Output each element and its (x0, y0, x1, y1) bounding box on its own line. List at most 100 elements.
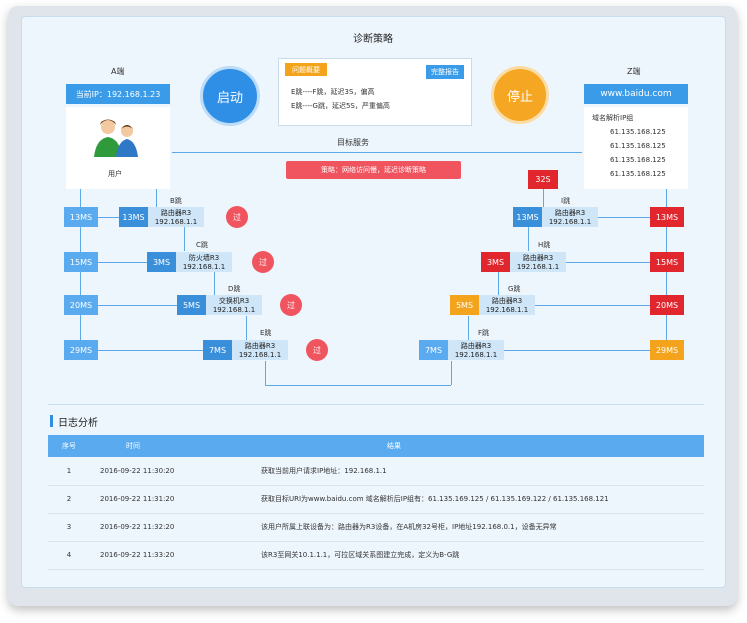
right-latency-29ms: 29MS (650, 340, 684, 360)
connector-line (543, 189, 544, 208)
column-header-result: 结果 (387, 442, 401, 450)
problem-line-2: E跳----G跳，延迟5S，严重偏高 (291, 102, 390, 110)
row-result: 该用户所属上联设备为：路由器为R3设备，在A机房32号柜，IP地址192.168… (261, 523, 557, 531)
section-divider (48, 404, 704, 405)
pass-indicator: 过 (226, 206, 248, 228)
section-marker (50, 415, 53, 427)
row-time: 2016-09-22 11:30:20 (100, 466, 175, 475)
hop-device-name: 路由器R3 (522, 254, 554, 262)
target-domain-label: www.baidu.com (584, 84, 688, 104)
pass-indicator: 过 (306, 339, 328, 361)
hop-g-delay: 5MS (450, 295, 479, 315)
column-header-time: 时间 (126, 442, 140, 450)
problem-line-1: E跳----F跳，延迟3S，偏高 (291, 88, 375, 96)
row-result: 获取目标URI为www.baidu.com 域名解析后IP组有：61.135.1… (261, 495, 609, 503)
row-result: 获取当前用户请求IP地址：192.168.1.1 (261, 466, 387, 475)
connector-line (598, 217, 666, 218)
dns-card: 域名解析IP组 61.135.168.125 61.135.168.125 61… (584, 107, 688, 189)
connector-line (498, 272, 499, 296)
table-row[interactable]: 4 2016-09-22 11:33:20 该R3至网关10.1.1.1，可拉区… (48, 541, 704, 569)
connector-line (468, 316, 469, 340)
hop-device-name: 路由器R3 (160, 209, 192, 217)
hop-d-delay: 5MS (177, 295, 206, 315)
hop-device-name: 路由器R3 (554, 209, 586, 217)
hop-device-ip: 192.168.1.1 (516, 263, 560, 271)
right-top-delay: 32S (528, 170, 558, 189)
row-time: 2016-09-22 11:31:20 (100, 495, 175, 503)
right-latency-20ms: 20MS (650, 295, 684, 315)
table-row[interactable]: 1 2016-09-22 11:30:20 获取当前用户请求IP地址：192.1… (48, 457, 704, 485)
log-title: 日志分析 (58, 418, 98, 429)
dns-ip: 61.135.168.125 (610, 128, 666, 136)
hop-e-name: E跳 (260, 329, 272, 337)
hop-e-delay: 7MS (203, 340, 232, 360)
hop-device-name: 防火墙R3 (188, 254, 220, 262)
hop-b-name: B跳 (170, 197, 182, 205)
hop-device-name: 路由器R3 (491, 297, 523, 305)
hop-h-name: H跳 (538, 241, 551, 249)
left-latency-15ms: 15MS (64, 252, 98, 272)
dns-ip: 61.135.168.125 (610, 156, 666, 164)
pass-indicator: 过 (252, 251, 274, 273)
connector-line (528, 227, 529, 251)
hop-device-ip: 192.168.1.1 (238, 351, 282, 359)
hop-c-name: C跳 (196, 241, 208, 249)
right-latency-13ms: 13MS (650, 207, 684, 227)
hop-h-delay: 3MS (481, 252, 510, 272)
log-table-header: 序号 时间 结果 (48, 435, 704, 457)
start-button[interactable]: 启动 (200, 66, 260, 126)
connector-line (498, 350, 666, 351)
column-header-index: 序号 (62, 442, 76, 450)
connector-line (246, 316, 247, 340)
table-row[interactable]: 2 2016-09-22 11:31:20 获取目标URI为www.baidu.… (48, 485, 704, 513)
stop-button[interactable]: 停止 (491, 66, 549, 124)
connector-line (265, 361, 266, 385)
table-row[interactable]: 3 2016-09-22 11:32:20 该用户所属上联设备为：路由器为R3设… (48, 513, 704, 541)
hop-i-name: I跳 (561, 197, 571, 205)
hop-d-name: D跳 (228, 285, 241, 293)
hop-device-ip: 192.168.1.1 (212, 306, 256, 314)
row-time: 2016-09-22 11:32:20 (100, 523, 175, 531)
strategy-banner: 策略：网络访问慢，延迟诊断策略 (286, 161, 461, 179)
right-end-name: Z端 (627, 67, 641, 76)
hop-f-name: F跳 (478, 329, 490, 337)
hop-b-delay: 13MS (119, 207, 148, 227)
right-latency-15ms: 15MS (650, 252, 684, 272)
hop-device-name: 交换机R3 (218, 297, 250, 305)
dns-ip: 61.135.168.125 (610, 142, 666, 150)
hop-device-ip: 192.168.1.1 (182, 263, 226, 271)
connector-line (80, 305, 178, 306)
connector-line (533, 305, 666, 306)
row-result: 该R3至网关10.1.1.1，可拉区域关系图建立完成，定义为B-G跳 (261, 551, 460, 559)
full-report-button[interactable]: 完整报告 (426, 65, 464, 79)
target-service-label: 目标服务 (337, 138, 369, 147)
log-table: 序号 时间 结果 1 2016-09-22 11:30:20 获取当前用户请求I… (48, 435, 704, 570)
hop-device-ip: 192.168.1.1 (548, 218, 592, 226)
target-service-line (172, 152, 582, 153)
hop-g-name: G跳 (508, 285, 521, 293)
connector-line (80, 350, 204, 351)
connector-line (451, 361, 452, 385)
dns-title: 域名解析IP组 (592, 114, 634, 122)
hop-device-ip: 192.168.1.1 (454, 351, 498, 359)
connector-line (80, 262, 148, 263)
hop-device-name: 路由器R3 (460, 342, 492, 350)
users-icon (94, 117, 142, 165)
user-card: 用户 (66, 107, 170, 189)
pass-indicator: 过 (280, 294, 302, 316)
hop-i-delay: 13MS (513, 207, 542, 227)
row-index: 4 (66, 551, 72, 559)
dns-ip: 61.135.168.125 (610, 170, 666, 178)
connector-line (565, 262, 666, 263)
connector-line (214, 272, 215, 296)
problem-summary-box: 问题概要 完整报告 E跳----F跳，延迟3S，偏高 E跳----G跳，延迟5S… (278, 58, 472, 126)
current-ip-label: 当前IP：192.168.1.23 (66, 84, 170, 104)
hop-device-ip: 192.168.1.1 (485, 306, 529, 314)
